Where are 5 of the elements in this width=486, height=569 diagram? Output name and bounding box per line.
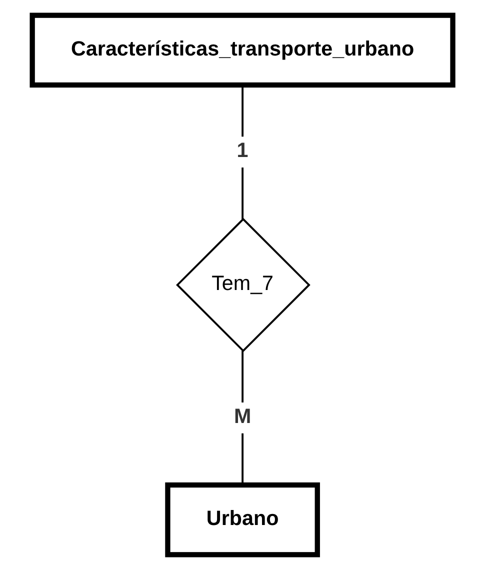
node-box: Características_transporte_urbano <box>30 12 456 88</box>
node-diamond: Tem_7 <box>176 217 311 352</box>
node-box: Urbano <box>166 482 320 557</box>
edge-label: 1 <box>237 140 249 162</box>
edge-label: M <box>234 406 252 428</box>
